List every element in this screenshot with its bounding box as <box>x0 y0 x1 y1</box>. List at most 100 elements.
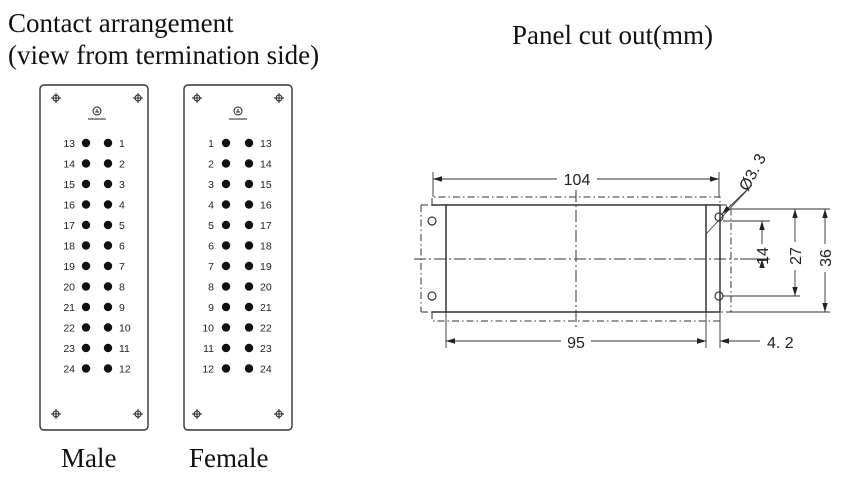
contact-pin <box>81 138 91 148</box>
contact-pin <box>81 343 91 353</box>
contact-pin <box>81 200 91 209</box>
contact-label: 18 <box>260 241 272 253</box>
contact-pin <box>81 241 91 250</box>
contact-pin <box>244 343 254 353</box>
contact-label: 7 <box>119 261 125 273</box>
mount-hole-icon <box>191 408 203 420</box>
contact-pin <box>221 282 231 291</box>
mount-hole-icon <box>132 92 144 104</box>
panel-cutout-title: Panel cut out(mm) <box>512 20 713 50</box>
contact-pin <box>103 179 113 189</box>
contact-pin <box>81 220 91 230</box>
contact-label: 20 <box>260 282 272 294</box>
female-caption: Female <box>189 443 269 473</box>
contact-label: 8 <box>119 282 125 294</box>
mount-hole-icon <box>273 408 285 420</box>
contact-label: 1 <box>119 138 125 150</box>
contact-pin <box>244 220 254 230</box>
contact-label: 18 <box>63 241 75 253</box>
contact-label: 2 <box>208 159 214 171</box>
contact-pin <box>81 282 91 291</box>
contact-pin <box>103 343 113 353</box>
contact-pin <box>221 261 231 271</box>
contact-label: 17 <box>63 220 75 232</box>
contact-label: 3 <box>119 179 125 191</box>
contact-pin <box>103 261 113 271</box>
contact-pin <box>244 241 254 250</box>
contact-pin <box>221 241 231 250</box>
contact-pin <box>221 364 231 373</box>
contact-pin <box>81 323 91 332</box>
contact-pin <box>244 179 254 189</box>
contact-label: 6 <box>119 241 125 253</box>
contact-label: 21 <box>63 302 75 314</box>
contact-label: 5 <box>208 220 214 232</box>
contact-label: 16 <box>260 200 272 212</box>
contact-pin <box>221 138 231 148</box>
contact-pin <box>244 302 254 312</box>
contact-pin <box>221 179 231 189</box>
contact-pin <box>103 302 113 312</box>
contact-pin <box>244 200 254 209</box>
contact-label: 11 <box>119 343 130 355</box>
contact-pin <box>81 364 91 373</box>
contact-pin <box>103 159 113 168</box>
contact-pin <box>103 323 113 332</box>
contact-pin <box>103 200 113 209</box>
contact-label: 4 <box>119 200 125 212</box>
contact-label: 15 <box>260 179 272 191</box>
contact-pin <box>221 302 231 312</box>
contact-pin <box>244 261 254 271</box>
contact-pin <box>81 261 91 271</box>
contact-pin <box>244 364 254 373</box>
contact-label: 11 <box>203 343 214 355</box>
contact-label: 19 <box>260 261 272 273</box>
mount-hole-icon <box>50 92 62 104</box>
contact-label: 2 <box>119 159 125 171</box>
mount-hole-icon <box>191 92 203 104</box>
contact-arrangement-title: Contact arrangement <box>8 8 234 38</box>
contact-label: 22 <box>260 323 272 335</box>
contact-label: 23 <box>260 343 272 355</box>
contact-pin <box>103 282 113 291</box>
contact-pin <box>244 159 254 168</box>
contact-pin <box>103 241 113 250</box>
contact-label: 23 <box>63 343 75 355</box>
contact-pin <box>221 323 231 332</box>
dimension-4-2: 4. 2 <box>767 335 794 352</box>
contact-label: 22 <box>63 323 75 335</box>
dimension-hole-diameter: Ø3. 3 <box>737 151 770 194</box>
contact-pin <box>221 200 231 209</box>
male-caption: Male <box>61 443 117 473</box>
contact-label: 4 <box>208 200 214 212</box>
contact-arrangement-subtitle: (view from termination side) <box>8 40 320 70</box>
contact-label: 24 <box>260 364 272 376</box>
contact-pin <box>81 179 91 189</box>
contact-label: 10 <box>119 323 131 335</box>
mount-hole-icon <box>50 408 62 420</box>
contact-label: 1 <box>208 138 214 150</box>
contact-label: 7 <box>208 261 214 273</box>
contact-pin <box>221 159 231 168</box>
ground-symbol-icon <box>88 106 106 120</box>
contact-label: 20 <box>63 282 75 294</box>
contact-pin <box>244 323 254 332</box>
contact-label: 16 <box>63 200 75 212</box>
contact-pin <box>244 138 254 148</box>
contact-pin <box>221 343 231 353</box>
contact-label: 14 <box>260 159 272 171</box>
contact-label: 21 <box>260 302 272 314</box>
contact-label: 19 <box>63 261 75 273</box>
contact-pin <box>103 220 113 230</box>
contact-label: 12 <box>119 364 131 376</box>
contact-pin <box>81 302 91 312</box>
dimension-95: 95 <box>567 335 585 352</box>
contact-label: 15 <box>63 179 75 191</box>
contact-pin <box>81 159 91 168</box>
dimension-36: 36 <box>818 249 835 267</box>
contact-label: 24 <box>63 364 75 376</box>
dimension-27: 27 <box>788 247 805 265</box>
mount-hole-icon <box>273 92 285 104</box>
